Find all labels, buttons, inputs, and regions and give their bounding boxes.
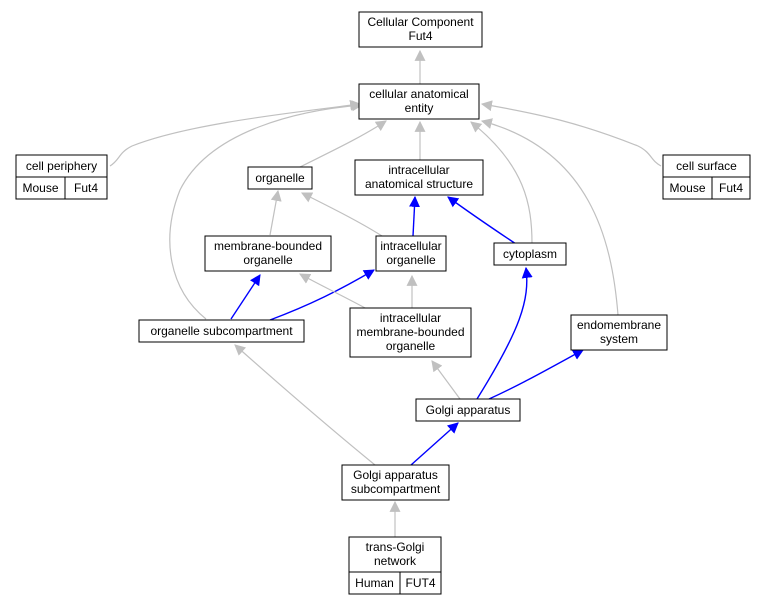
edge-gasub-golgi[interactable] — [410, 422, 459, 466]
edge-organelle-cae — [299, 120, 387, 168]
edges — [109, 49, 662, 537]
node-label-line: organelle subcompartment — [150, 324, 293, 338]
node-label-line: intracellular — [380, 311, 441, 325]
edge-osub-cae — [169, 100, 364, 320]
svg-text:FUT4: FUT4 — [406, 576, 436, 590]
edge-golgi-endo[interactable] — [488, 349, 584, 400]
svg-text:Human: Human — [355, 576, 394, 590]
svg-text:Fut4: Fut4 — [719, 181, 743, 195]
node-label-line: cell surface — [676, 159, 737, 173]
edge-cytoplasm-cae — [470, 121, 533, 245]
edge-osub-mbo[interactable] — [230, 274, 261, 320]
node-label-line: membrane-bounded — [356, 325, 464, 339]
edge-periphery-cae — [109, 99, 362, 167]
svg-text:Fut4: Fut4 — [74, 181, 98, 195]
svg-text:Mouse: Mouse — [669, 181, 705, 195]
node-label-line: intracellular — [388, 163, 449, 177]
node-label-line: intracellular — [380, 239, 441, 253]
annotation-cell-gene: FUT4 — [399, 571, 442, 595]
edge-io-ias[interactable] — [409, 195, 420, 237]
node-label-line: Fut4 — [408, 29, 432, 43]
node-label-line: network — [374, 554, 417, 568]
node-cell-periphery[interactable]: cell periphery Mouse Fut4 — [15, 154, 108, 200]
node-label-line: membrane-bounded — [214, 239, 322, 253]
node-label-line: Cellular Component — [367, 15, 474, 29]
node-label-line: system — [600, 332, 638, 346]
annotation-cell-gene: Fut4 — [64, 176, 108, 200]
node-golgi-apparatus-subcompartment[interactable]: Golgi apparatus subcompartment — [341, 464, 450, 501]
node-label-line: endomembrane — [577, 318, 661, 332]
annotation-cell-species: Mouse — [15, 176, 66, 200]
node-intracellular-organelle[interactable]: intracellular organelle — [375, 235, 447, 272]
node-label-line: organelle — [386, 253, 436, 267]
node-intracellular-anatomical-structure[interactable]: intracellular anatomical structure — [354, 159, 484, 196]
node-label-line: Golgi apparatus — [353, 468, 438, 482]
node-label-line: cell periphery — [26, 159, 97, 173]
node-organelle[interactable]: organelle — [247, 166, 313, 190]
node-organelle-subcompartment[interactable]: organelle subcompartment — [138, 319, 305, 343]
edge-gasub-osub — [234, 344, 376, 466]
node-label-line: organelle — [243, 253, 293, 267]
node-endomembrane-system[interactable]: endomembrane system — [570, 314, 668, 351]
node-label-line: Golgi apparatus — [426, 403, 511, 417]
edge-cytoplasm-ias[interactable] — [447, 196, 517, 245]
edge-imbo-mbo — [299, 273, 368, 310]
node-label-line: entity — [405, 101, 434, 115]
svg-text:Mouse: Mouse — [22, 181, 58, 195]
node-cell-surface[interactable]: cell surface Mouse Fut4 — [662, 154, 751, 200]
node-label-line: subcompartment — [351, 482, 441, 496]
node-label-line: trans-Golgi — [366, 540, 425, 554]
node-label-line: cellular anatomical — [369, 87, 468, 101]
node-label-line: anatomical structure — [365, 177, 473, 191]
edge-golgi-cytoplasm[interactable] — [476, 266, 533, 400]
node-cellular-component[interactable]: Cellular Component Fut4 — [358, 11, 483, 48]
node-cellular-anatomical-entity[interactable]: cellular anatomical entity — [358, 83, 480, 120]
annotation-cell-gene: Fut4 — [711, 176, 751, 200]
edge-golgi-imbo — [431, 360, 461, 400]
edge-surface-cae — [480, 100, 662, 167]
node-intracellular-membrane-bounded-organelle[interactable]: intracellular membrane-bounded organelle — [349, 307, 472, 358]
edge-io-organelle — [301, 192, 383, 237]
node-label-line: cytoplasm — [503, 247, 557, 261]
edge-osub-io[interactable] — [269, 269, 375, 321]
node-golgi-apparatus[interactable]: Golgi apparatus — [415, 398, 521, 422]
node-cytoplasm[interactable]: cytoplasm — [493, 242, 567, 266]
node-trans-golgi-network[interactable]: trans-Golgi network Human FUT4 — [348, 536, 442, 595]
annotation-cell-species: Mouse — [662, 176, 713, 200]
node-membrane-bounded-organelle[interactable]: membrane-bounded organelle — [204, 235, 332, 272]
edge-endo-cae — [480, 118, 619, 316]
annotation-cell-species: Human — [348, 571, 401, 595]
node-label-line: organelle — [255, 171, 305, 185]
edge-mbo-organelle — [269, 189, 282, 236]
node-label-line: organelle — [386, 339, 436, 353]
